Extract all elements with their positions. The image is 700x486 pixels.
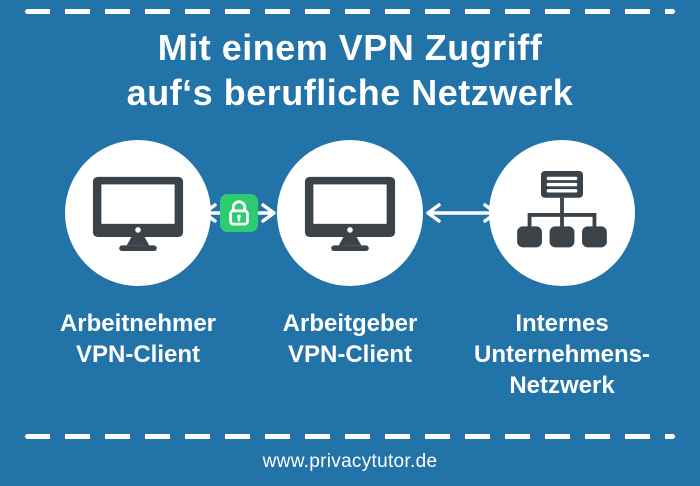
bottom-dashed-divider	[25, 434, 675, 439]
top-dashed-divider	[25, 9, 675, 14]
label-line: Arbeitgeber	[282, 310, 418, 337]
label-line: VPN-Client	[75, 341, 200, 368]
website-url: www.privacytutor.de	[262, 451, 438, 472]
label-line: Unternehmens-	[473, 341, 651, 368]
lock-icon	[220, 194, 258, 232]
node-internes-unternehmens-netzwerk	[489, 140, 635, 286]
monitor-icon	[92, 176, 184, 251]
title-line-1: Mit einem VPN Zugriff	[157, 27, 543, 68]
label-line: VPN-Client	[287, 341, 412, 368]
node-arbeitgeber-vpn-client	[277, 140, 423, 286]
label-line: Arbeitnehmer	[59, 310, 217, 337]
node-arbeitnehmer-vpn-client	[65, 140, 211, 286]
label-line: Internes	[515, 310, 609, 337]
title-line-2: auf‘s berufliche Netzwerk	[126, 72, 574, 113]
monitor-icon	[304, 176, 396, 251]
label-arbeitgeber-vpn-client: Arbeitgeber VPN-Client	[240, 308, 460, 370]
network-icon	[517, 171, 607, 248]
label-line: Netzwerk	[509, 372, 615, 399]
label-arbeitnehmer-vpn-client: Arbeitnehmer VPN-Client	[28, 308, 248, 370]
page-title: Mit einem VPN Zugriff auf‘s berufliche N…	[0, 25, 700, 115]
label-internes-unternehmens-netzwerk: Internes Unternehmens- Netzwerk	[447, 308, 677, 401]
